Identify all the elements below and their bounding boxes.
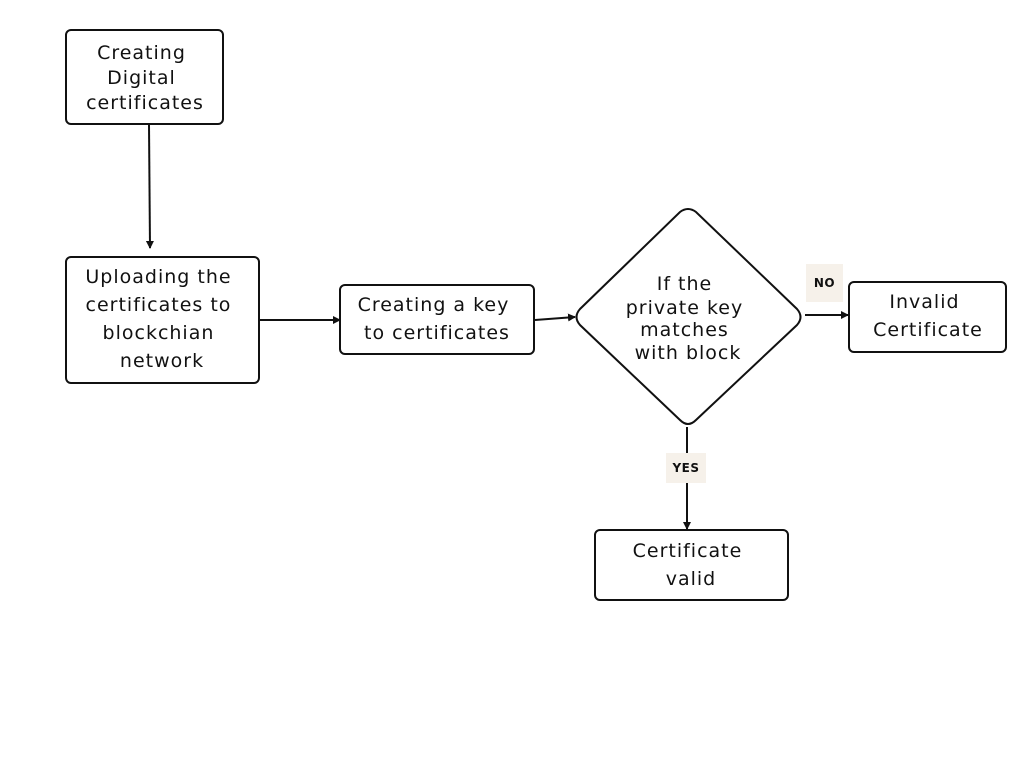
node-decision-label: If the private key matches with block [626, 273, 751, 364]
node-creating-key: Creating a key to certificates [339, 284, 535, 355]
edge-label-yes-text: YES [671, 461, 699, 475]
node-certificate-valid-label: Certificate valid [633, 540, 750, 590]
node-certificate-valid: Certificate valid [594, 529, 789, 601]
edge-label-yes: YES [666, 453, 706, 483]
edge-label-no: NO [806, 264, 843, 302]
node-creating-key-label: Creating a key to certificates [358, 294, 517, 344]
node-invalid-certificate-label: Invalid Certificate [873, 291, 983, 341]
node-uploading-certificates: Uploading the certificates to blockchian… [65, 256, 260, 384]
decision-diamond-shape [575, 208, 802, 425]
node-uploading-certificates-label: Uploading the certificates to blockchian… [85, 266, 238, 372]
node-creating-certificates-label: Creating Digital certificates [86, 42, 204, 114]
node-decision-key-match: If the private key matches with block [575, 208, 802, 425]
node-creating-certificates: Creating Digital certificates [65, 29, 224, 125]
edge-key-to-decision [534, 313, 576, 322]
edge-create-to-upload [145, 124, 154, 249]
edge-label-no-text: NO [814, 276, 835, 290]
node-invalid-certificate: Invalid Certificate [848, 281, 1007, 353]
